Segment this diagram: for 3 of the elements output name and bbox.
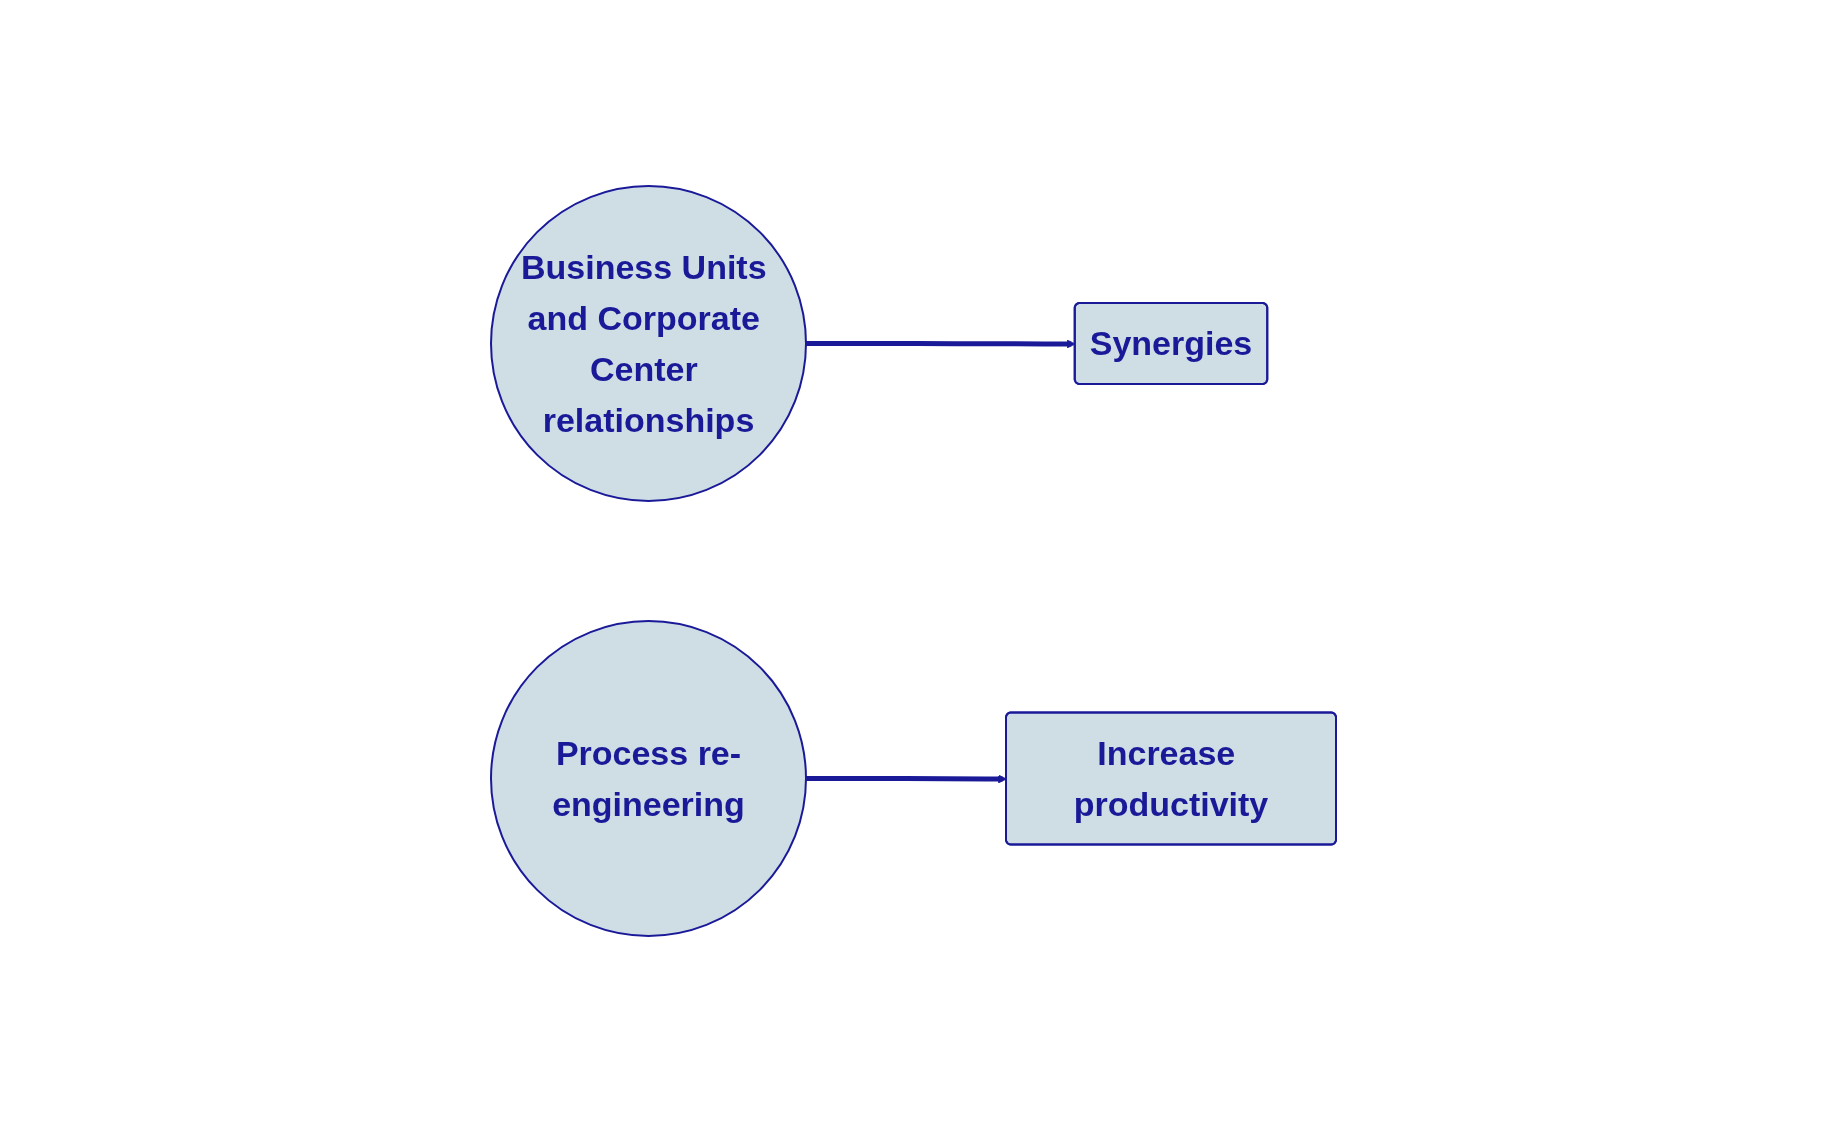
node-circle: Business Units and Corporate Center relationships xyxy=(490,184,807,502)
arrow xyxy=(806,774,1007,783)
node-circle: Process re-engineering xyxy=(490,619,807,937)
